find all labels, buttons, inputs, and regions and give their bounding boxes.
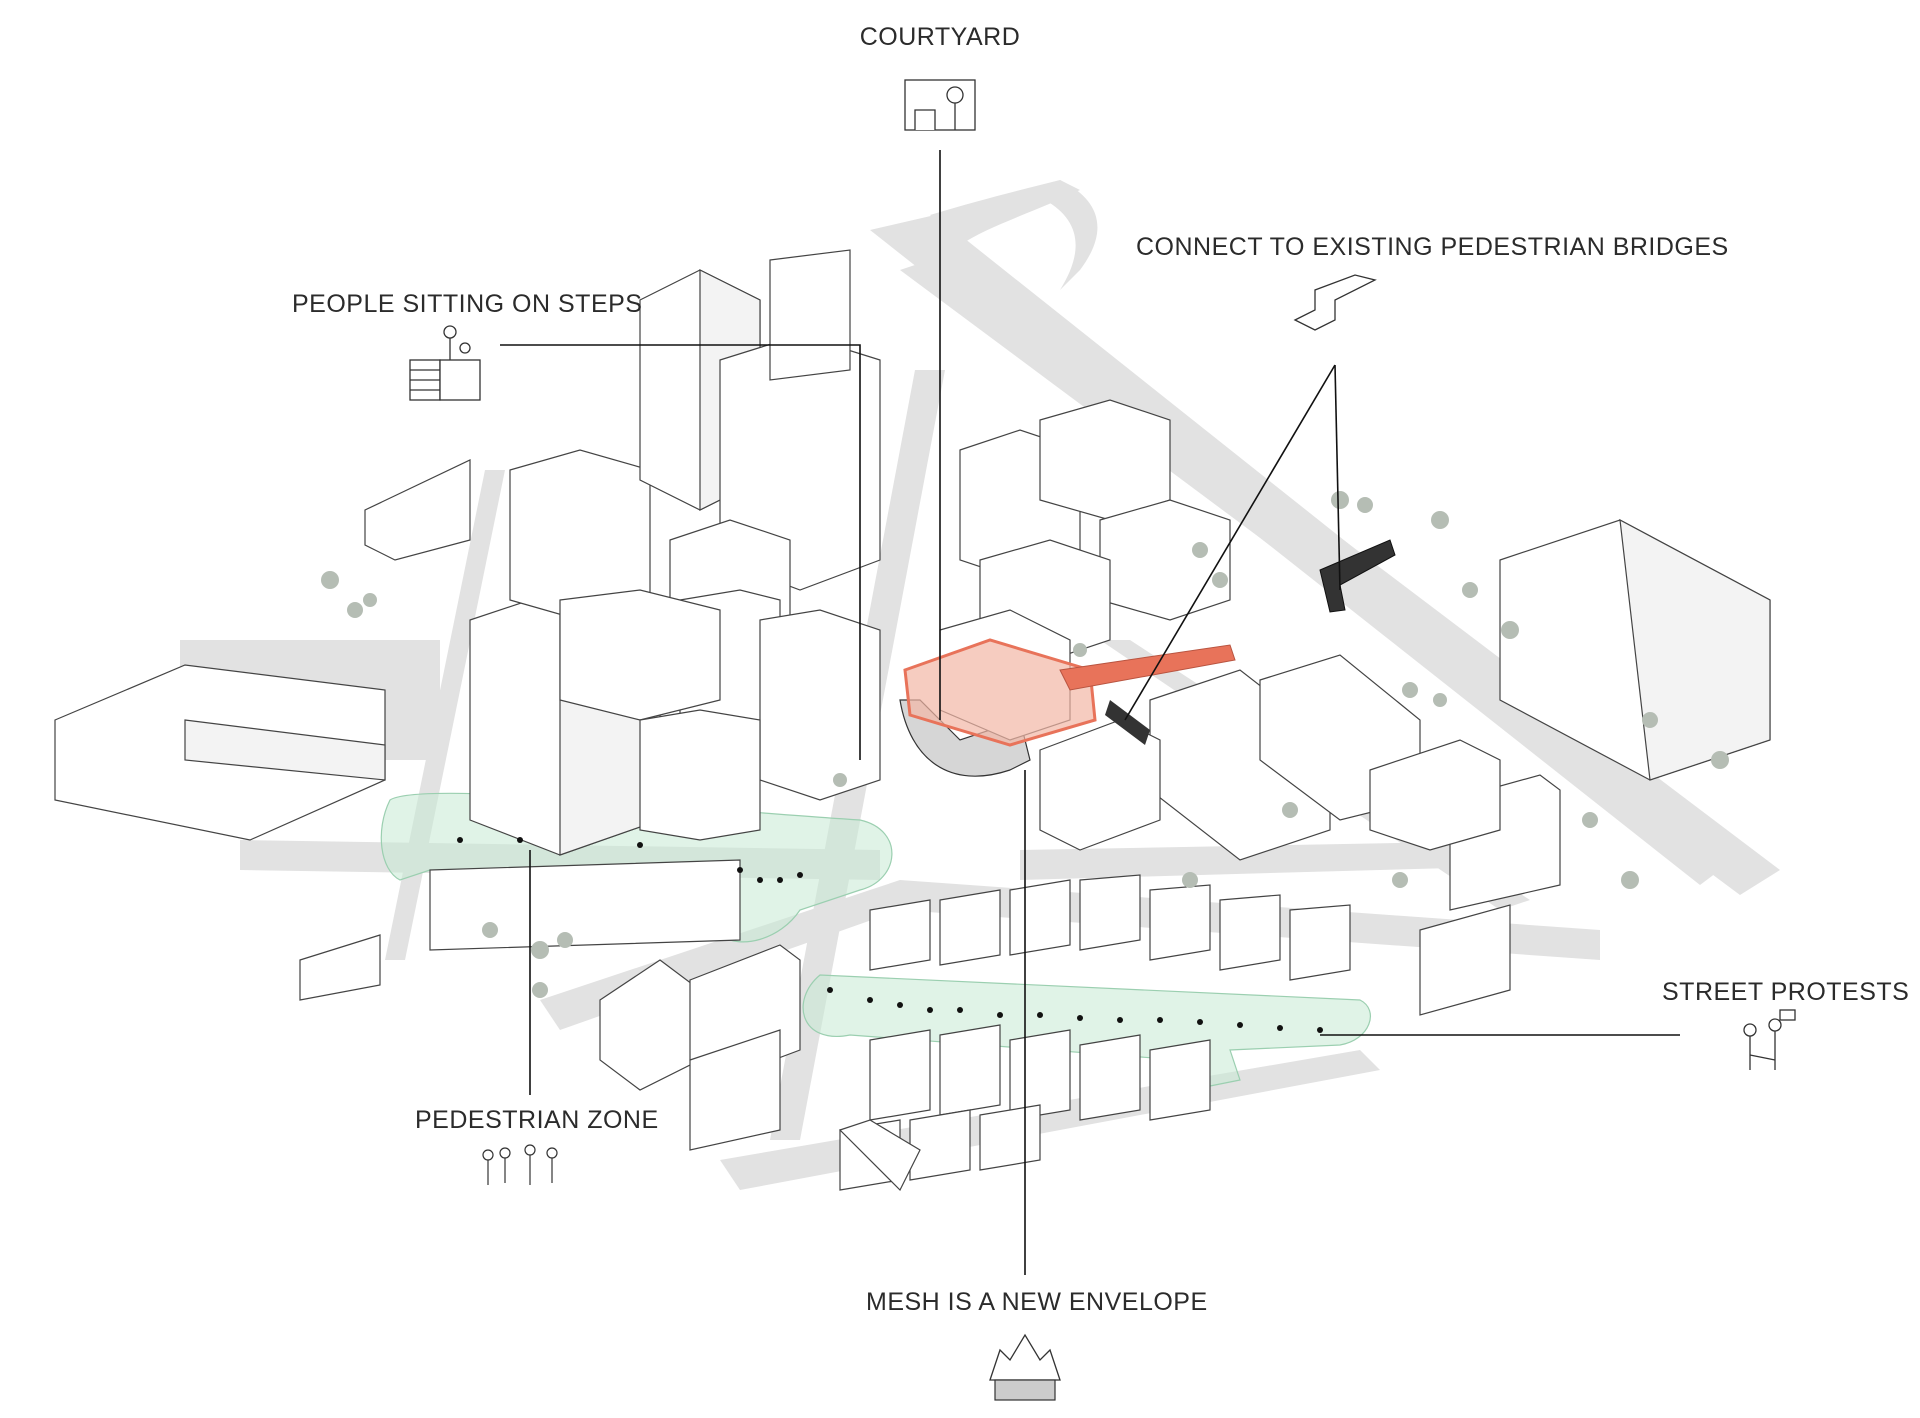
ramp-2 bbox=[1045, 180, 1097, 290]
people-on-steps-icon bbox=[410, 326, 480, 400]
protesters-icon bbox=[1744, 1010, 1795, 1070]
mesh-envelope-icon bbox=[990, 1335, 1060, 1400]
pedestrians-icon bbox=[483, 1145, 557, 1185]
pedestrian-zone-label: PEDESTRIAN ZONE bbox=[415, 1106, 659, 1134]
pedestrian-bridge-icon bbox=[1295, 275, 1375, 330]
protests-label: STREET PROTESTS bbox=[1662, 978, 1909, 1006]
courtyard-label: COURTYARD bbox=[860, 23, 1021, 51]
courtyard-icon bbox=[905, 80, 975, 130]
steps-label: PEOPLE SITTING ON STEPS bbox=[292, 290, 642, 318]
bridges-label: CONNECT TO EXISTING PEDESTRIAN BRIDGES bbox=[1136, 233, 1729, 261]
mesh-label: MESH IS A NEW ENVELOPE bbox=[866, 1288, 1208, 1316]
